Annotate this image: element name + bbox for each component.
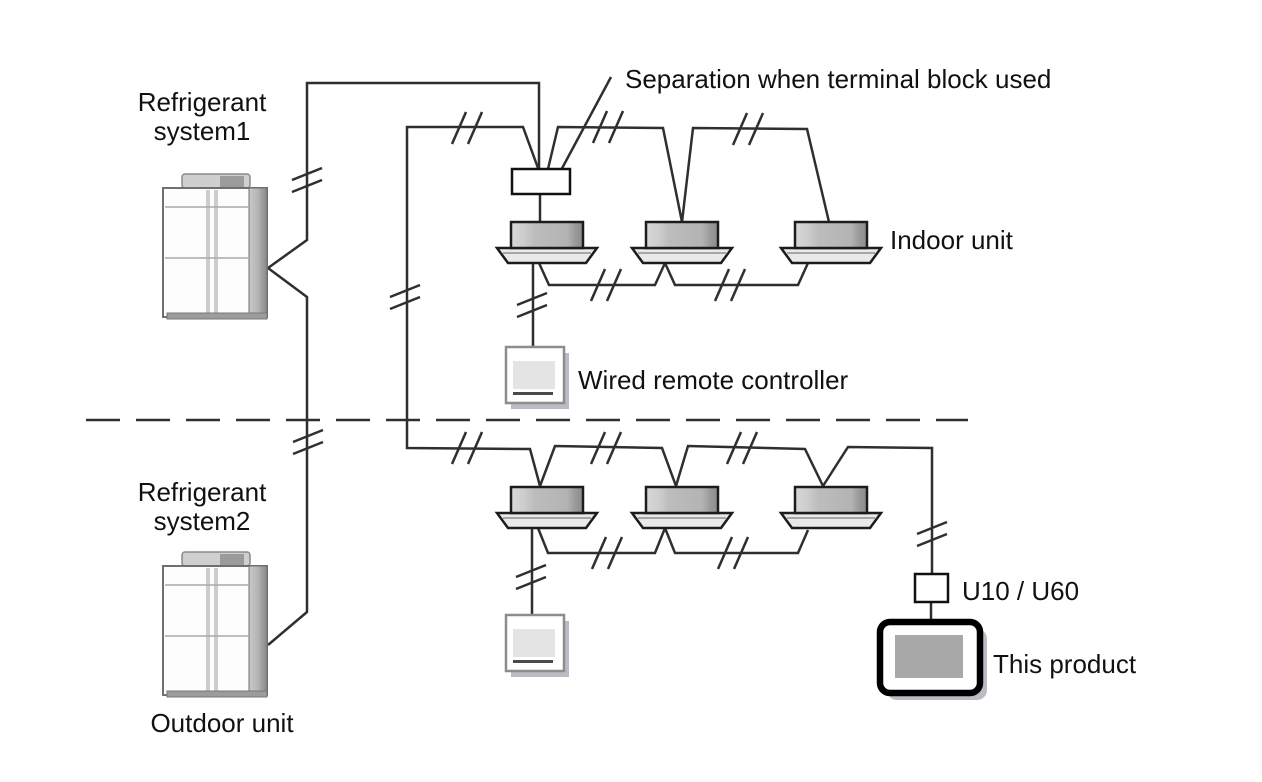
outdoor-unit-2-icon xyxy=(162,551,268,698)
label-indoor-unit: Indoor unit xyxy=(890,225,1014,255)
wire-break-mark xyxy=(589,431,607,465)
label-this-product: This product xyxy=(993,649,1137,679)
outdoor-unit-1-icon xyxy=(162,173,268,320)
wire-break-mark xyxy=(292,440,324,456)
wire-break-mark xyxy=(291,178,323,194)
wire-break-mark xyxy=(591,110,609,144)
wire-break-mark xyxy=(741,431,759,465)
wire-break-mark xyxy=(916,532,948,548)
label-refrigerant-system2-line2: system2 xyxy=(154,506,251,536)
indoor-unit-4-icon xyxy=(495,485,599,530)
wire-system2-indoor-top xyxy=(538,444,934,574)
label-outdoor-unit: Outdoor unit xyxy=(150,708,294,738)
label-refrigerant-system2-line1: Refrigerant xyxy=(138,477,267,507)
wire-break-mark xyxy=(291,166,323,182)
wire-break-mark xyxy=(589,268,607,302)
wire-break-marks xyxy=(291,110,948,591)
u10-u60-adapter-icon xyxy=(913,572,950,604)
indoor-unit-1-icon xyxy=(495,220,599,265)
wire-break-mark xyxy=(716,536,734,570)
separation-leader-line xyxy=(557,76,613,175)
wire-break-mark xyxy=(605,268,623,302)
wire-break-mark xyxy=(732,536,750,570)
wire-break-mark xyxy=(450,111,468,145)
wire-break-mark xyxy=(515,563,547,579)
wire-system1-indoor-bottom xyxy=(537,259,810,287)
wire-break-mark xyxy=(466,111,484,145)
wire-break-mark xyxy=(292,428,324,444)
terminal-block xyxy=(510,167,572,196)
wire-break-mark xyxy=(515,575,547,591)
system2: Refrigerant system2 Outdoor unit U10 / U… xyxy=(138,477,1137,738)
wire-break-mark xyxy=(516,303,548,319)
wire-break-mark xyxy=(450,431,468,465)
this-product-icon xyxy=(876,618,987,700)
wire-break-mark xyxy=(725,431,743,465)
wire-break-mark xyxy=(389,295,421,311)
wired-remote-controller-1-icon xyxy=(504,345,571,411)
system1: Refrigerant system1 Separation when term… xyxy=(138,64,1051,411)
wire-transmission-trunk xyxy=(405,125,542,487)
wire-break-mark xyxy=(516,291,548,307)
indoor-unit-3-icon xyxy=(779,220,883,265)
wired-remote-controller-2-icon xyxy=(504,613,571,679)
wire-break-mark xyxy=(606,536,624,570)
wire-break-mark xyxy=(389,283,421,299)
label-refrigerant-system1-line2: system1 xyxy=(154,116,251,146)
wire-break-mark xyxy=(466,431,484,465)
indoor-unit-5-icon xyxy=(630,485,734,530)
wire-break-mark xyxy=(916,520,948,536)
wire-break-mark xyxy=(713,268,731,302)
wire-break-mark xyxy=(729,268,747,302)
label-refrigerant-system1-line1: Refrigerant xyxy=(138,87,267,117)
indoor-unit-6-icon xyxy=(779,485,883,530)
wire-break-mark xyxy=(747,112,765,146)
indoor-unit-2-icon xyxy=(630,220,734,265)
wire-system2-indoor-bottom xyxy=(536,524,810,555)
wire-break-mark xyxy=(731,112,749,146)
wire-break-mark xyxy=(590,536,608,570)
wire-system1-indoor-top xyxy=(546,125,831,223)
wire-break-mark xyxy=(605,431,623,465)
label-u10-u60: U10 / U60 xyxy=(962,576,1079,606)
wire-outdoor-trunk xyxy=(265,81,541,646)
label-wired-remote-controller: Wired remote controller xyxy=(578,365,849,395)
wire-break-mark xyxy=(607,110,625,144)
label-separation-note: Separation when terminal block used xyxy=(625,64,1051,94)
